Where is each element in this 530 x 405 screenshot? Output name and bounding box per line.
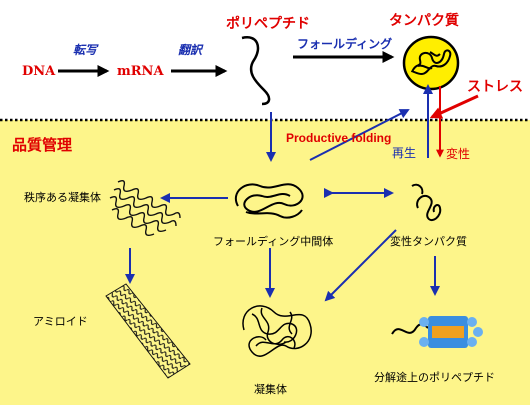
translation-label: 翻訳 <box>178 43 203 57</box>
aggregate-shape <box>242 305 312 357</box>
denatured-shape <box>411 183 442 222</box>
protein-label: タンパク質 <box>389 13 459 29</box>
folding-label: フォールディング <box>297 37 393 51</box>
stress-label: ストレス <box>467 79 523 95</box>
folding-intermediate-label: フォールディング中間体 <box>213 235 334 248</box>
arrow-denatured-aggregate <box>324 229 397 302</box>
mrna-label: mRNA <box>117 64 164 79</box>
aggregate-label: 凝集体 <box>254 383 287 396</box>
amyloid-label: アミロイド <box>33 315 88 328</box>
folded-protein <box>402 35 460 91</box>
ordered-aggregate-label: 秩序ある凝集体 <box>24 191 101 204</box>
intermediate-shape <box>235 183 304 219</box>
degrading-polypeptide-label: 分解途上のポリペプチド <box>374 371 495 384</box>
amyloid-shape <box>105 283 191 379</box>
quality-control-region <box>0 120 530 405</box>
dna-label: DNA <box>22 64 56 79</box>
productive-folding-label: Productive folding <box>286 131 392 145</box>
stress-arrow <box>429 94 479 119</box>
ordered-aggregate-shape <box>109 179 181 237</box>
denatured-protein-label: 変性タンパク質 <box>390 235 467 248</box>
polypeptide-chain <box>241 36 271 106</box>
regeneration-label: 再生 <box>392 146 417 160</box>
polypeptide-label: ポリペプチド <box>226 16 310 32</box>
proteasome-shape <box>419 316 483 348</box>
denaturation-label: 変性 <box>446 147 471 161</box>
arrow-productive-folding <box>309 109 410 161</box>
transcription-label: 転写 <box>73 43 98 57</box>
quality-control-title: 品質管理 <box>12 136 73 154</box>
